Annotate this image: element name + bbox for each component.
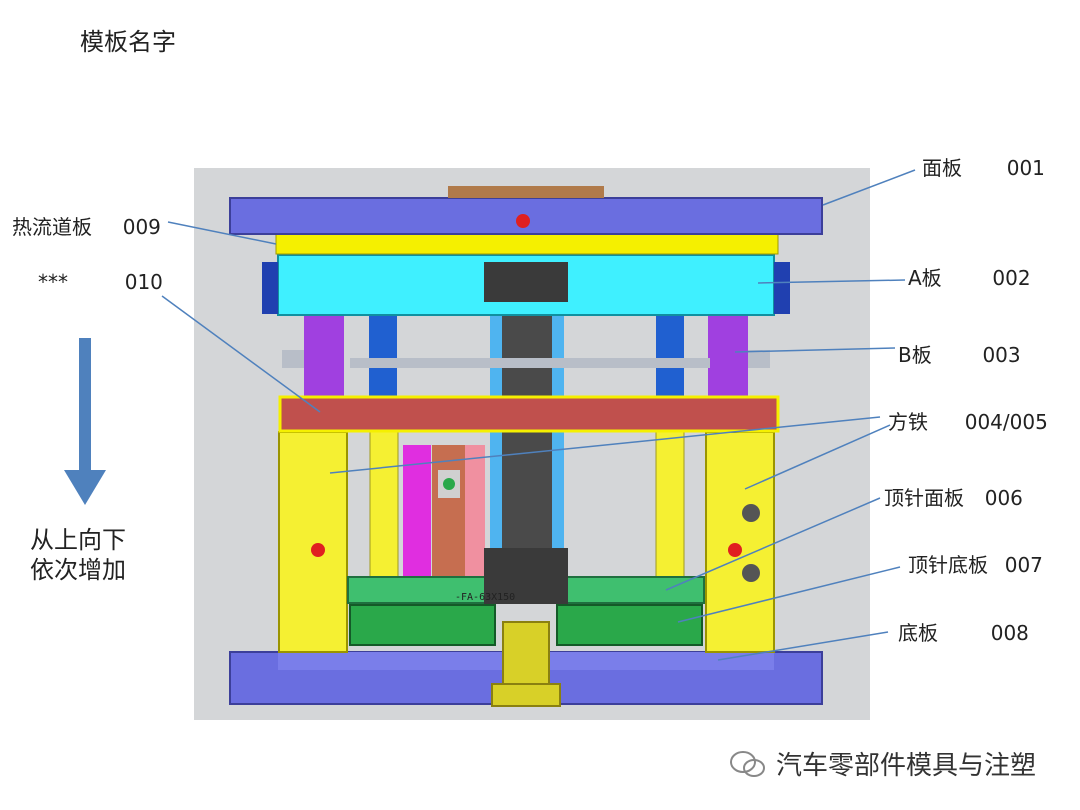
a-plate-guide-r [774, 262, 790, 314]
leader-008 [717, 631, 889, 661]
b-plate-rod [350, 358, 710, 368]
pin-pink [465, 445, 485, 580]
b-plate-column-1 [369, 315, 397, 400]
label-009-code: 009 [122, 215, 161, 239]
leader-003 [734, 347, 896, 353]
sprue-lower-block [484, 548, 568, 604]
label-004-name: 方铁 [888, 410, 928, 434]
support-block-left [278, 431, 348, 653]
leader-009 [167, 221, 277, 245]
spacer-plate-010 [278, 395, 780, 433]
ejector-plate-right [556, 604, 703, 646]
label-003: B板 003 [898, 339, 1021, 368]
b-plate-column-2 [656, 315, 684, 400]
leader-004-a [329, 416, 881, 474]
label-001-name: 面板 [922, 156, 962, 180]
label-003-code: 003 [982, 343, 1021, 367]
label-004: 方铁 004/005 [888, 406, 1048, 435]
label-003-name: B板 [898, 343, 932, 367]
bolt-right-2 [742, 564, 760, 582]
leader-010 [161, 295, 321, 413]
down-arrow-head [64, 470, 106, 505]
label-002-code: 002 [992, 266, 1031, 290]
pillar-lower-1 [369, 431, 399, 578]
pin-blue-light-r [552, 290, 564, 580]
label-007: 顶针底板 007 [908, 549, 1043, 578]
label-004-code: 004/005 [964, 410, 1048, 434]
ejector-rod-base [491, 683, 561, 707]
pin-blue-light-l [490, 290, 502, 580]
b-plate-left-stub [282, 350, 304, 368]
leader-006 [665, 497, 881, 591]
sprue-top [484, 262, 568, 302]
support-block-right [705, 431, 775, 653]
label-008: 底板 008 [898, 617, 1029, 646]
watermark: 汽车零部件模具与注塑 [728, 745, 1036, 782]
leader-001 [822, 169, 916, 206]
ejector-plate-left [349, 604, 496, 646]
red-plug-right [728, 543, 742, 557]
label-010: *** 010 [38, 270, 163, 294]
label-009: 热流道板 009 [12, 211, 161, 240]
label-009-name: 热流道板 [12, 215, 92, 239]
label-001: 面板 001 [922, 152, 1045, 181]
label-010-code: 010 [124, 270, 163, 294]
wechat-icon [730, 750, 765, 777]
a-plate-guide-l [262, 262, 278, 314]
b-plate-pillar-2 [708, 315, 748, 400]
order-note-line2: 依次增加 [30, 556, 126, 584]
label-010-name: *** [38, 270, 68, 294]
leader-004-b [744, 424, 891, 490]
leader-007 [677, 566, 901, 623]
label-007-code: 007 [1004, 553, 1043, 577]
leader-002 [757, 279, 906, 284]
order-note-line1: 从上向下 [30, 526, 126, 554]
page-title: 模板名字 [80, 28, 176, 56]
label-002-name: A板 [908, 266, 942, 290]
bolt-right-1 [742, 504, 760, 522]
hot-runner-plate [275, 233, 779, 255]
b-plate-right-stub [748, 350, 770, 368]
label-008-name: 底板 [898, 621, 938, 645]
locating-ring [448, 186, 604, 198]
label-006-name: 顶针面板 [884, 486, 964, 510]
label-007-name: 顶针底板 [908, 553, 988, 577]
top-red-plug [516, 214, 530, 228]
label-006-code: 006 [984, 486, 1023, 510]
label-002: A板 002 [908, 262, 1031, 291]
red-plug-left [311, 543, 325, 557]
down-arrow-shaft [79, 338, 91, 476]
part-marking: -FA-63X150 [455, 592, 515, 603]
watermark-text: 汽车零部件模具与注塑 [776, 751, 1037, 781]
pillar-lower-2 [655, 431, 685, 578]
label-008-code: 008 [990, 621, 1029, 645]
label-006: 顶针面板 006 [884, 482, 1023, 511]
leader-lines [161, 169, 916, 661]
b-plate-pillar-1 [304, 315, 344, 400]
green-screw [443, 478, 455, 490]
label-001-code: 001 [1006, 156, 1045, 180]
order-note: 从上向下 依次增加 [30, 525, 170, 585]
pin-magenta [403, 445, 431, 580]
